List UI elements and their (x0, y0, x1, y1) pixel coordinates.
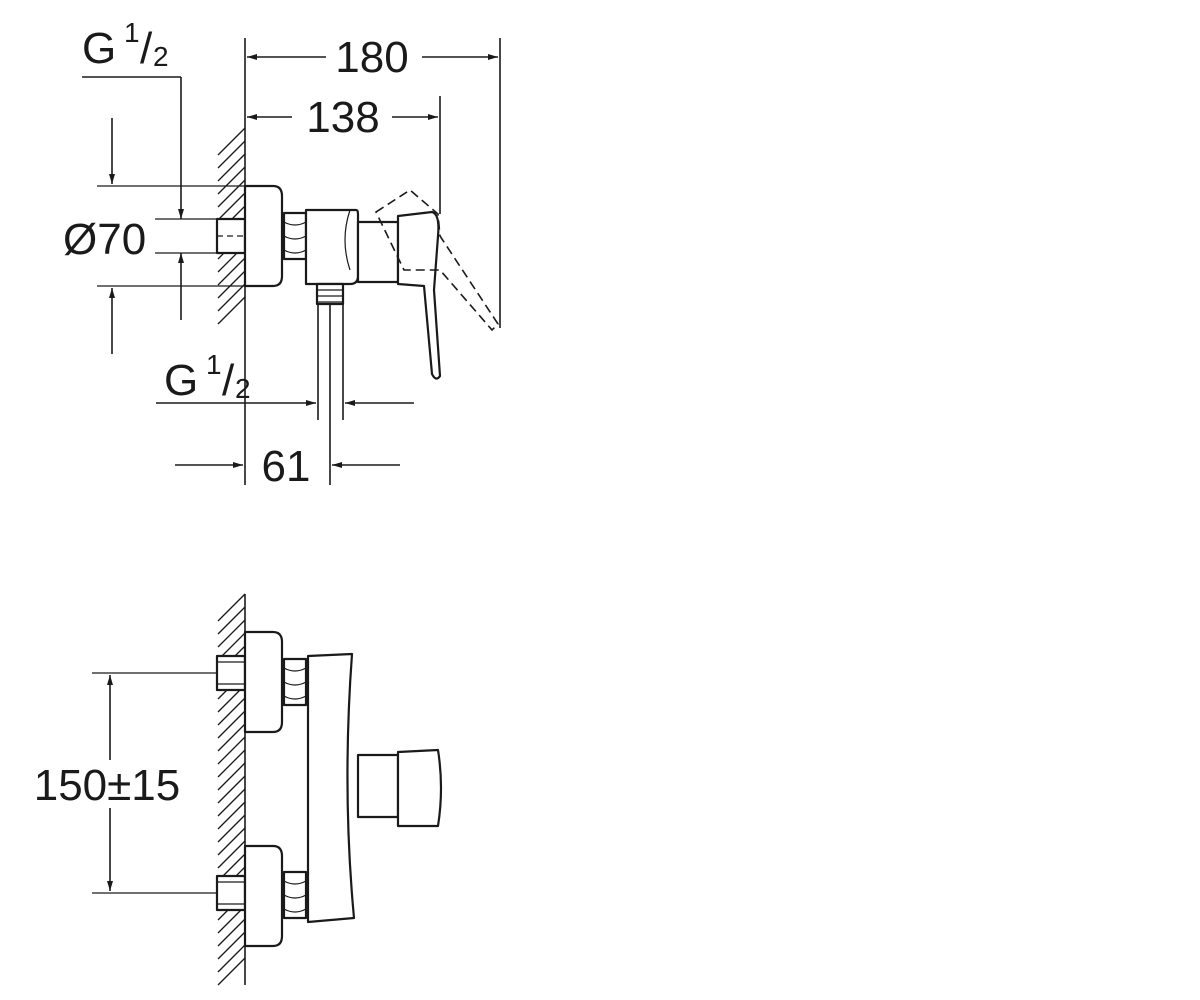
lever-hub-front (396, 748, 443, 828)
dim-150: 150±15 (34, 672, 217, 894)
inlet-nipple-side (215, 217, 247, 255)
thread-outlet-slash: / (222, 356, 235, 405)
hatch-stroke (217, 619, 246, 648)
hatch-stroke (217, 710, 246, 739)
hatch-stroke (217, 606, 246, 635)
thread-outlet-sub: 2 (235, 373, 251, 404)
thread-top-g: G (82, 24, 116, 73)
dim-138: 138 (247, 93, 441, 214)
hex-nut-lower-front (282, 870, 308, 920)
hatch-stroke (217, 957, 246, 986)
outlet-pipe-side (317, 304, 344, 485)
hatch-stroke (217, 749, 246, 778)
hatch-stroke (217, 283, 246, 312)
hatch-stroke (217, 918, 246, 947)
wall-hatching-front (217, 593, 246, 986)
hatch-stroke (217, 192, 246, 221)
hatch-stroke (217, 153, 246, 182)
cartridge-front (356, 753, 400, 819)
hatch-stroke (217, 840, 246, 869)
thread-outlet-g: G (164, 356, 198, 405)
rosette-upper-front (243, 630, 284, 734)
outlet-stub-side (315, 282, 345, 306)
thread-top-slash: / (140, 24, 153, 73)
dim-61-label: 61 (262, 442, 311, 491)
thread-top-sub: 2 (153, 41, 169, 72)
hatch-stroke (217, 762, 246, 791)
hatch-stroke (217, 801, 246, 830)
hatch-stroke (217, 270, 246, 299)
hatch-stroke (217, 775, 246, 804)
dim-61: 61 (175, 442, 400, 491)
thread-top-sup: 1 (124, 17, 140, 48)
thread-outlet-sup: 1 (206, 349, 222, 380)
hatch-stroke (217, 140, 246, 169)
hatch-stroke (217, 931, 246, 960)
lever-open-position (374, 189, 500, 332)
hatch-stroke (217, 944, 246, 973)
hatch-stroke (217, 127, 246, 156)
hatch-stroke (217, 257, 246, 286)
front-view: 150±15 (34, 593, 443, 986)
hatch-stroke (217, 593, 246, 622)
hatch-stroke (217, 736, 246, 765)
hatch-stroke (217, 814, 246, 843)
mixer-body-front (306, 652, 356, 924)
rosette-lower-front (243, 844, 284, 948)
hex-nut-upper-front (282, 657, 308, 707)
dim-150-label: 150±15 (34, 761, 181, 810)
dim-diameter-70: Ø70 (63, 118, 245, 354)
hatch-stroke (217, 166, 246, 195)
dim-diameter-label: Ø70 (63, 215, 146, 264)
rosette-side (243, 184, 284, 288)
dim-180-label: 180 (335, 33, 408, 82)
thread-top-callout: G 1 / 2 (82, 17, 217, 320)
lever-side (396, 210, 442, 380)
hatch-stroke (217, 723, 246, 752)
hatch-stroke (217, 827, 246, 856)
inlet-lower-front (215, 874, 247, 912)
hatch-stroke (217, 697, 246, 726)
thread-outlet-callout: G 1 / 2 (156, 349, 414, 406)
inlet-upper-front (215, 654, 247, 692)
hatch-stroke (217, 788, 246, 817)
hatch-stroke (217, 296, 246, 325)
side-view: 180 138 G 1 / 2 Ø70 (63, 17, 501, 491)
dim-138-label: 138 (306, 93, 379, 142)
hatch-stroke (217, 179, 246, 208)
mixer-body-side (304, 208, 360, 286)
hex-nut-side (282, 211, 308, 261)
cartridge-side (356, 220, 400, 284)
dim-180: 180 (247, 33, 501, 328)
